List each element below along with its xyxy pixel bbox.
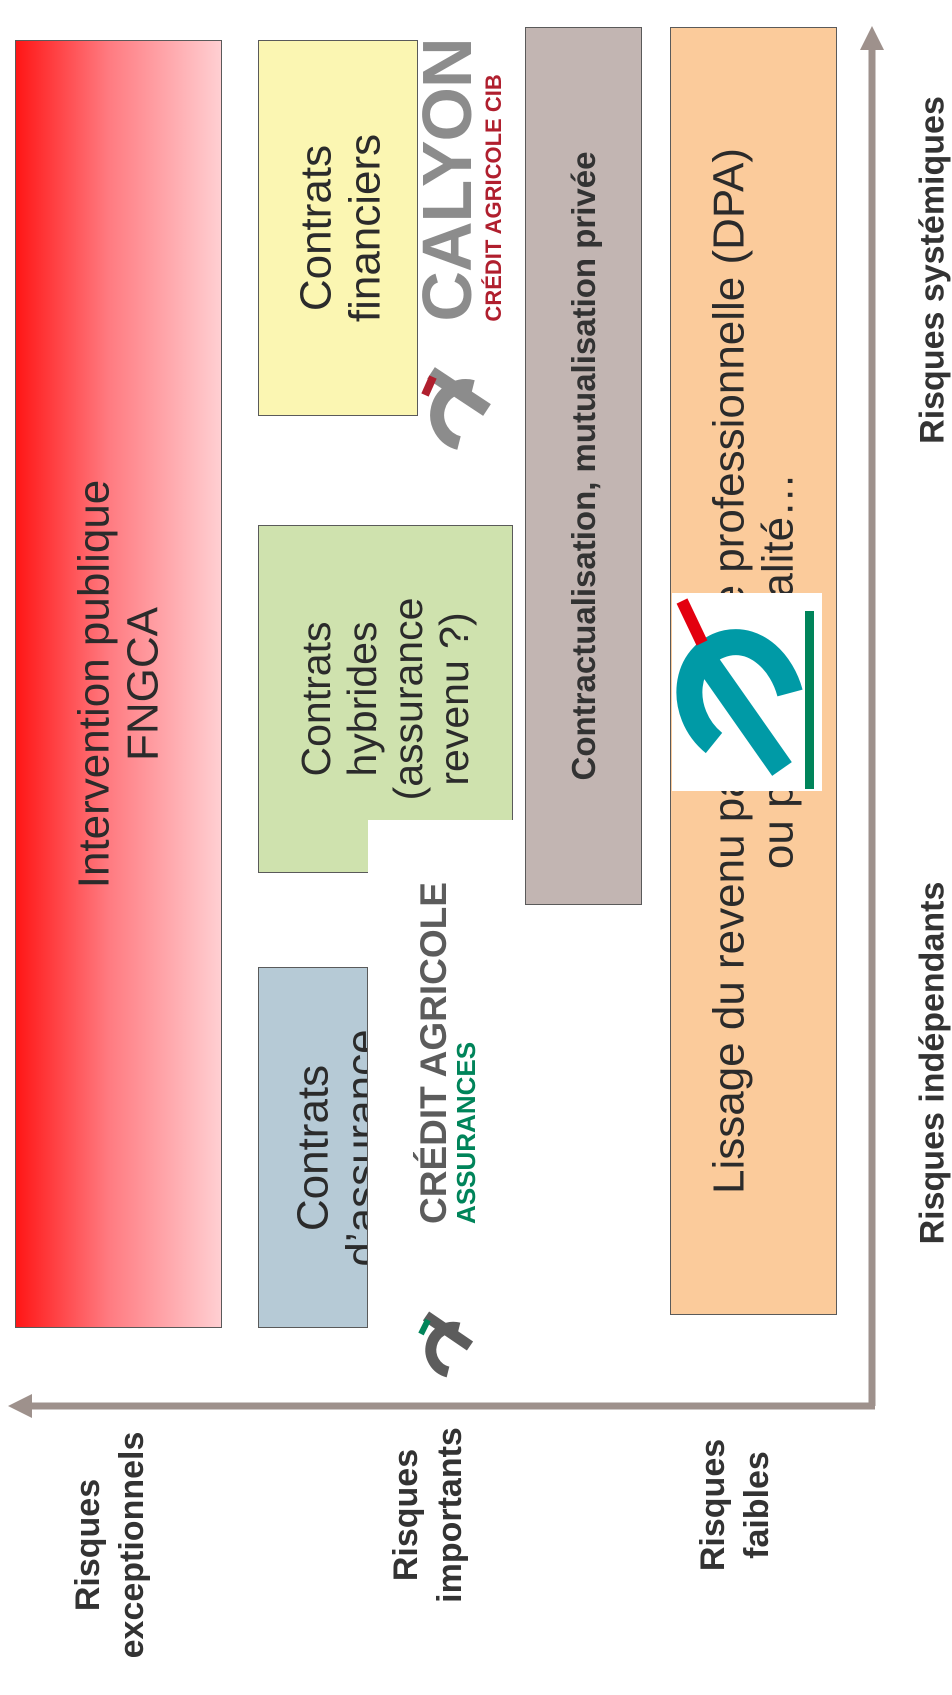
box-intervention-publique-text: Intervention publique FNGCA bbox=[69, 480, 168, 889]
box-intervention-publique: Intervention publique FNGCA bbox=[15, 40, 222, 1328]
box-contrats-financiers-text: Contrats financiers bbox=[292, 134, 391, 322]
ca-assurances-subtitle: ASSURANCES bbox=[451, 1041, 482, 1224]
hybrides-line-3: (assurance bbox=[384, 597, 431, 801]
calyon-logo: CALYON CRÉDIT AGRICOLE CIB bbox=[405, 0, 513, 460]
importants-line-1: Risques bbox=[386, 1448, 425, 1582]
faibles-line-1: Risques bbox=[693, 1438, 732, 1572]
hybrides-line-1: Contrats bbox=[292, 621, 339, 777]
horizontal-axis-arrowhead bbox=[8, 1394, 32, 1418]
risques-independants-text: Risques indépendants bbox=[913, 881, 952, 1245]
credit-agricole-symbol bbox=[672, 593, 822, 791]
label-risques-systemiques: Risques systémiques bbox=[914, 96, 952, 444]
intervention-publique-label: Intervention publique bbox=[69, 479, 119, 889]
financiers-line-2: financiers bbox=[341, 133, 391, 323]
contractualisation-label: Contractualisation, mutualisation privée bbox=[564, 151, 602, 781]
box-contrats-assurance-text: Contrats d’assurance bbox=[288, 1028, 368, 1267]
faibles-line-2: faibles bbox=[738, 1451, 776, 1559]
hybrides-line-4: revenu ?) bbox=[430, 612, 477, 786]
credit-agricole-logo-icon bbox=[418, 1311, 474, 1378]
fngca-label: FNGCA bbox=[118, 607, 168, 761]
vertical-axis-arrowhead bbox=[860, 26, 884, 50]
box-contrats-assurance: Contrats d’assurance bbox=[258, 967, 368, 1328]
exceptionnels-line-1: Risques bbox=[68, 1478, 107, 1612]
exceptionnels-line-2: exceptionnels bbox=[113, 1431, 151, 1659]
label-risques-exceptionnels: Risques exceptionnels bbox=[66, 1432, 154, 1659]
label-risques-faibles: Risques faibles bbox=[691, 1439, 779, 1571]
risques-systemiques-text: Risques systémiques bbox=[913, 96, 952, 444]
credit-agricole-logo-icon bbox=[676, 598, 814, 789]
assurance-label: d’assurance bbox=[337, 1028, 368, 1267]
ca-assurances-name: CRÉDIT AGRICOLE bbox=[413, 882, 455, 1224]
box-contrats-financiers: Contrats financiers bbox=[258, 40, 418, 416]
hybrides-line-2: hybrides bbox=[338, 621, 385, 777]
box-contrats-hybrides: Contrats hybrides (assurance revenu ?) bbox=[258, 525, 513, 873]
contrats-label: Contrats bbox=[288, 1064, 338, 1231]
credit-agricole-logo-icon bbox=[421, 367, 491, 450]
label-risques-independants: Risques indépendants bbox=[914, 882, 952, 1245]
financiers-line-1: Contrats bbox=[291, 144, 341, 312]
box-contrats-hybrides-text: Contrats hybrides (assurance revenu ?) bbox=[292, 597, 478, 801]
box-contractualisation: Contractualisation, mutualisation privée bbox=[525, 27, 642, 905]
calyon-name: CALYON bbox=[407, 38, 486, 322]
credit-agricole-assurances-logo: CRÉDIT AGRICOLE ASSURANCES bbox=[368, 820, 518, 1400]
calyon-subtitle: CRÉDIT AGRICOLE CIB bbox=[480, 74, 506, 322]
label-risques-importants: Risques importants bbox=[384, 1427, 472, 1603]
importants-line-2: importants bbox=[431, 1427, 469, 1603]
